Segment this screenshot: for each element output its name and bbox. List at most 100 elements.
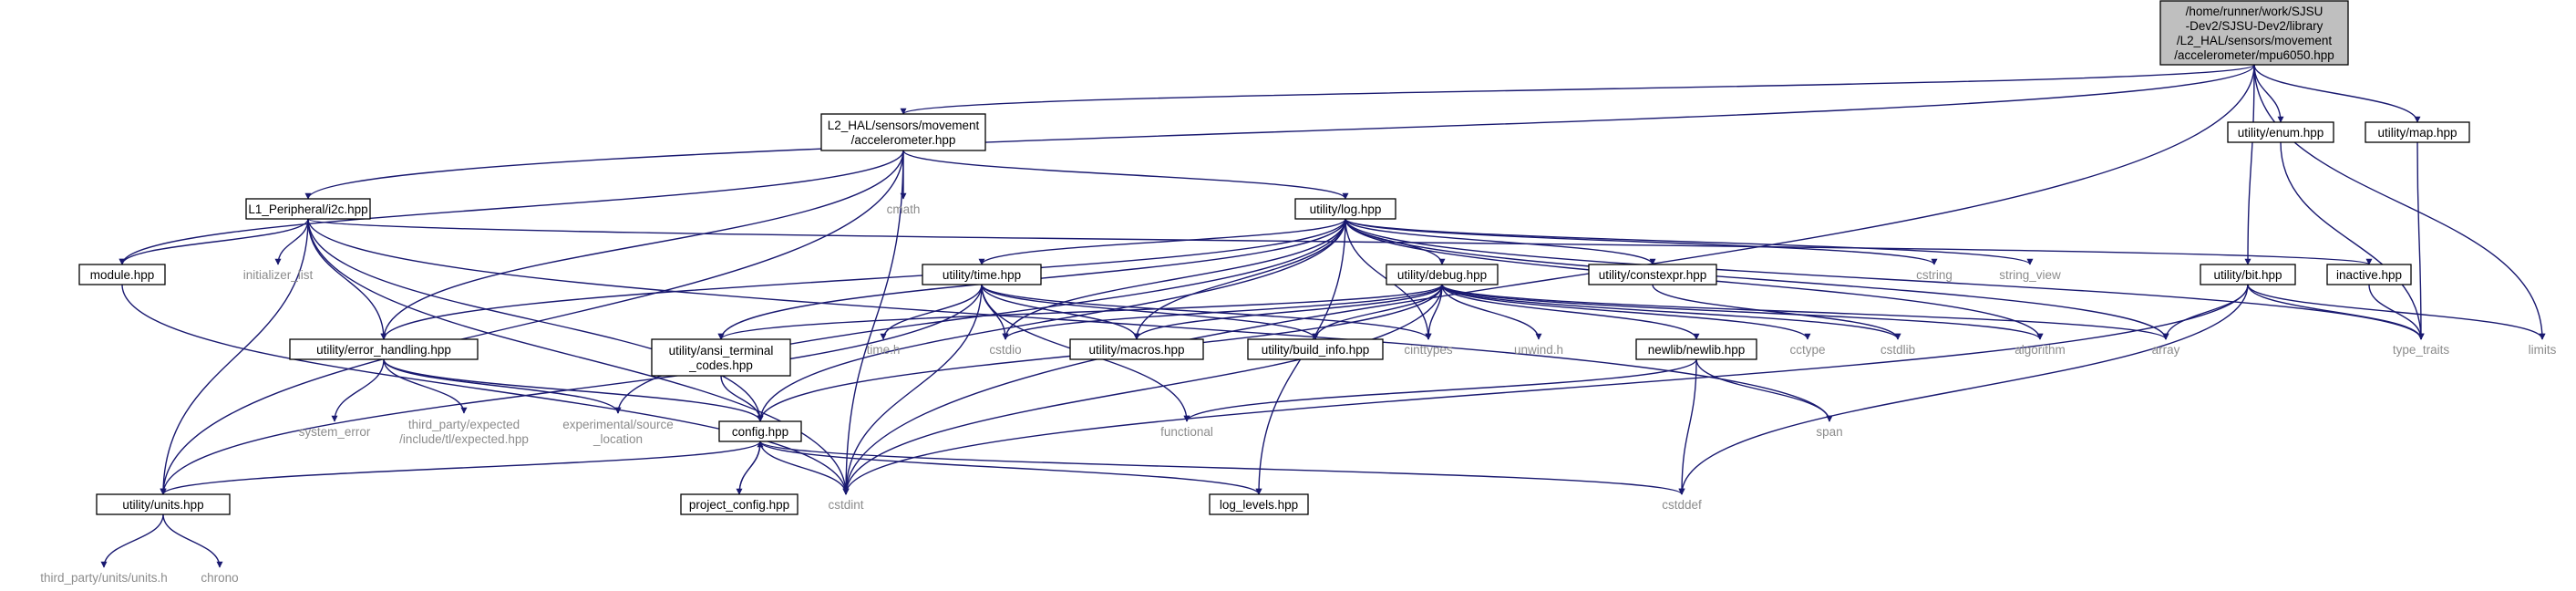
node-label-inactive: inactive.hpp [2336,268,2402,282]
edge-root-to-enum [2253,64,2284,123]
edge-ansi-to-config [720,375,764,422]
edge-root-to-limits [2253,64,2546,340]
edge-debug-to-macros [1133,284,1443,340]
node-label-strview: string_view [1999,268,2061,282]
node-box-time [922,264,1042,285]
edge-time-to-cstdint [842,284,983,495]
node-projcfg[interactable]: project_config.hpp [680,493,799,515]
node-box-i2c [245,198,371,220]
node-label-cstring: cstring [1916,268,1953,282]
node-label-constexpr: utility/constexpr.hpp [1599,268,1707,282]
node-map[interactable]: utility/map.hpp [2365,121,2470,143]
node-label-projcfg: project_config.hpp [689,498,789,512]
node-unitsh: third_party/units/units.h [40,571,168,585]
node-label-cctype: cctype [1789,343,1825,357]
node-label-syserr: system_error [299,425,371,439]
edge-log-to-config [757,218,1346,422]
node-label-typetraits: type_traits [2393,343,2450,357]
node-config[interactable]: config.hpp [718,420,802,442]
node-limits: limits [2529,343,2557,357]
node-box-debug [1386,264,1499,285]
node-box-newlib [1635,338,1757,360]
edge-log-to-strview [1345,218,2034,265]
node-functional: functional [1160,425,1213,439]
node-label-exploc: _location [592,432,643,446]
edge-log-to-cstring [1345,218,1938,265]
node-label-cstddef: cstddef [1662,498,1702,512]
node-label-cstdlib: cstdlib [1880,343,1915,357]
node-box-bit [2200,264,2296,285]
node-box-units [96,493,231,515]
node-label-functional: functional [1160,425,1213,439]
edge-newlib-to-cstddef [1678,358,1697,495]
node-cstdio: cstdio [989,343,1021,357]
node-constexpr[interactable]: utility/constexpr.hpp [1588,264,1717,285]
edge-log-to-cstdio [1002,218,1346,340]
edge-debug-to-cstdint [842,284,1443,495]
node-loglevels[interactable]: log_levels.hpp [1209,493,1309,515]
edge-constexpr-to-cstdlib [1652,284,1901,340]
node-debug[interactable]: utility/debug.hpp [1386,264,1499,285]
node-accel[interactable]: L2_HAL/sensors/movement/accelerometer.hp… [820,113,986,151]
node-macros[interactable]: utility/macros.hpp [1069,338,1204,360]
node-label-map: utility/map.hpp [2377,126,2457,140]
edge-time-to-buildinfo [981,284,1319,340]
node-label-root: /accelerometer/mpu6050.hpp [2174,48,2334,62]
node-label-cstdint: cstdint [828,498,863,512]
node-cmath: cmath [887,202,921,216]
node-i2c[interactable]: L1_Peripheral/i2c.hpp [245,198,371,220]
node-box-macros [1069,338,1204,360]
node-bit[interactable]: utility/bit.hpp [2200,264,2296,285]
node-algorithm: algorithm [2014,343,2066,357]
node-errh[interactable]: utility/error_handling.hpp [289,338,479,360]
node-box-config [718,420,802,442]
node-module[interactable]: module.hpp [78,264,166,285]
node-array: array [2152,343,2180,357]
node-label-log: utility/log.hpp [1310,202,1382,216]
edge-i2c-to-units [160,218,309,495]
node-inactive[interactable]: inactive.hpp [2326,264,2412,285]
edge-bit-to-cstdint [842,284,2249,495]
node-label-initlist: initializer_list [243,268,314,282]
node-label-timeh: time.h [867,343,901,357]
node-box-map [2365,121,2470,143]
node-box-constexpr [1588,264,1717,285]
edge-errh-to-syserr [331,358,385,422]
node-log[interactable]: utility/log.hpp [1294,198,1396,220]
edge-log-to-constexpr [1345,218,1656,265]
node-ansi[interactable]: utility/ansi_terminal_codes.hpp [651,338,791,377]
node-units[interactable]: utility/units.hpp [96,493,231,515]
edge-projcfg-to-config [738,441,764,495]
edge-units-to-unitsh [100,513,164,568]
node-enum[interactable]: utility/enum.hpp [2227,121,2334,143]
edge-debug-to-unwind [1441,284,1542,340]
node-box-projcfg [680,493,799,515]
node-buildinfo[interactable]: utility/build_info.hpp [1247,338,1384,360]
node-time[interactable]: utility/time.hpp [922,264,1042,285]
edge-errh-to-expected [383,358,468,414]
node-root[interactable]: /home/runner/work/SJSU-Dev2/SJSU-Dev2/li… [2159,0,2349,66]
node-label-cinttypes: cinttypes [1404,343,1453,357]
node-label-ansi: utility/ansi_terminal [669,344,774,358]
edge-root-to-bit [2244,64,2255,265]
edge-accel-to-errh [380,150,904,340]
edge-newlib-to-span [1695,358,1833,422]
node-label-root: -Dev2/SJSU-Dev2/library [2186,19,2324,33]
edge-log-to-errh [380,218,1346,340]
node-newlib[interactable]: newlib/newlib.hpp [1635,338,1757,360]
node-label-exploc: experimental/source [562,418,674,431]
edge-config-to-loglevels [759,441,1262,495]
edge-i2c-to-config [307,218,764,422]
node-box-errh [289,338,479,360]
node-label-chrono: chrono [201,571,238,585]
edge-debug-to-ansi [717,284,1443,340]
edge-bit-to-array [2162,284,2249,340]
edge-time-to-cinttypes [981,284,1432,340]
node-typetraits: type_traits [2393,343,2450,357]
dependency-edges [100,64,2546,568]
node-cstdlib: cstdlib [1880,343,1915,357]
edge-accel-to-module [118,150,904,265]
node-label-limits: limits [2529,343,2557,357]
node-box-log [1294,198,1396,220]
